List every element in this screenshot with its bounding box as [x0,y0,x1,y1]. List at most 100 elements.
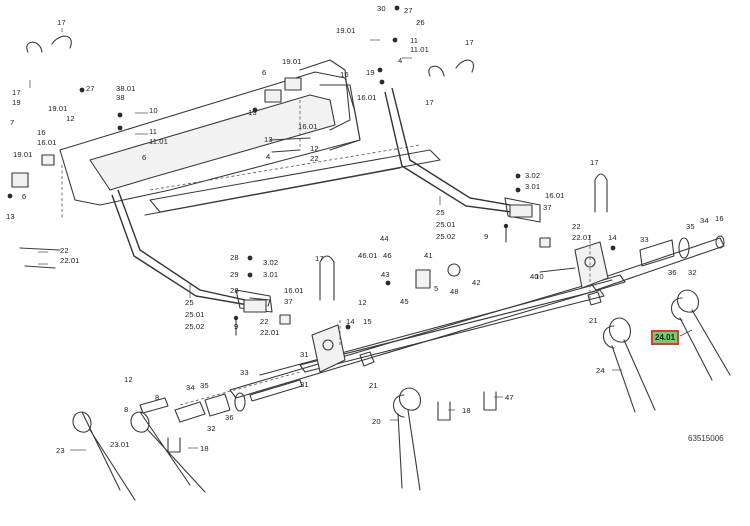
callout-8: 8 [124,405,129,414]
callout-32: 32 [207,424,216,433]
callout-48: 48 [450,287,459,296]
callout-28: 28 [230,286,239,295]
callout-12: 12 [124,375,133,384]
callout-3-02: 3.02 [525,171,541,180]
callout-4: 4 [398,56,403,65]
callout-45: 45 [400,297,409,306]
callout-10: 10 [535,272,544,281]
callout-12: 12 [358,298,367,307]
callout-17: 17 [425,98,434,107]
callout-25-01: 25.01 [185,310,205,319]
callout-6: 6 [262,68,267,77]
callout-36: 36 [668,268,677,277]
callout-29: 29 [230,270,239,279]
callout-17: 17 [12,88,21,97]
callout-22: 22 [260,317,269,326]
callout-38: 38 [116,93,125,102]
callout-25: 25 [436,208,445,217]
callout-19-01: 19.01 [13,150,33,159]
callout-21: 21 [369,381,378,390]
callout-16-01: 16.01 [298,122,318,131]
callout-12: 4 [266,152,271,161]
callout-17: 17 [590,158,599,167]
callout-19-01: 19.01 [336,26,356,35]
callout-3-01: 3.01 [525,182,541,191]
callout-12: 12 [66,114,75,123]
callout-23-01: 23.01 [110,440,130,449]
callout-32: 32 [688,268,697,277]
callout-15: 15 [363,317,372,326]
upper-frame [59,59,441,216]
callout-35: 35 [686,222,695,231]
callout-25-01: 25.01 [436,220,456,229]
callout-9: 9 [234,322,239,331]
callout-22: 22 [60,246,69,255]
callout-22-01: 22.01 [60,256,80,265]
callout-11: 11 [410,36,419,45]
callout-24-01-highlighted[interactable]: 24.01 [651,330,680,345]
callout-46-01: 46.01 [358,251,378,260]
callout-31: 31 [300,380,309,389]
leader-lines [29,28,693,451]
callout-33: 33 [240,368,249,377]
callout-22-01: 22.01 [260,328,280,337]
callout-3-01: 3.01 [263,270,279,279]
hardware [7,5,616,453]
callout-19-01: 19.01 [48,104,68,113]
callout-8: 8 [155,393,160,402]
callout-11-01: 11.01 [410,45,429,54]
callout-6: 6 [22,192,27,201]
callout-16: 16 [37,128,46,137]
callout-22-01: 22 [310,154,319,163]
callout-44: 44 [380,234,389,243]
callout-18: 18 [462,406,471,415]
callout-22: 22 [572,222,581,231]
callout-43: 43 [381,270,390,279]
callout-31: 31 [300,350,309,359]
callout-20: 20 [372,417,381,426]
callout-14: 14 [608,233,617,242]
callout-13: 13 [248,108,257,117]
callout-18: 18 [200,444,209,453]
callout-10: 10 [149,106,158,115]
callout-19: 19 [12,98,21,107]
callout-28: 28 [230,253,239,262]
callout-13: 13 [264,135,273,144]
callout-47: 47 [505,393,514,402]
callout-36: 36 [225,413,234,422]
callout-16: 16 [715,214,724,223]
callout-17: 17 [465,38,474,47]
callout-24: 24 [596,366,605,375]
callout-7: 7 [10,118,15,127]
callout-46: 46 [383,251,392,260]
callout-23: 23 [56,446,65,455]
callout-17: 17 [57,18,66,27]
right-curved-arm [384,87,541,223]
callout-16-01: 16.01 [545,191,565,200]
callout-11-01: 11.01 [149,137,168,146]
callout-25: 25 [185,298,194,307]
callout-27: 27 [86,84,95,93]
callout-17: 17 [315,254,324,263]
callout-9: 9 [484,232,489,241]
callout-34: 34 [700,216,709,225]
callout-27: 27 [404,6,413,15]
callout-5: 5 [434,284,439,293]
callout-40: 40 [530,272,539,281]
tines [72,289,731,501]
callout-16-01: 16.01 [284,286,304,295]
callout-14: 14 [346,317,355,326]
callout-38-01: 38.01 [116,84,136,93]
callout-16-01: 16.01 [357,93,377,102]
callout-26: 26 [416,18,425,27]
callout-11: 11 [149,127,158,136]
callout-19: 19 [366,68,375,77]
callout-16: 16 [340,70,349,79]
callout-25-02: 25.02 [185,322,205,331]
callout-42: 42 [472,278,481,287]
callout-25-02: 25.02 [436,232,456,241]
callout-4: 6 [142,153,147,162]
drawing-number: 63515006 [688,434,724,443]
